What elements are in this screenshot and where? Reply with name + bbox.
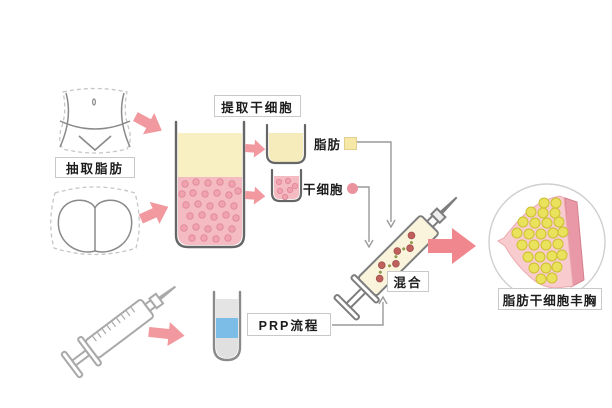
mixing-syringe [333,196,458,321]
mixed-cells [375,231,416,283]
navel-mark [91,98,96,106]
arrow-to-result [428,228,476,264]
result-illustration [488,183,606,301]
abdomen-drawing [59,87,131,154]
arrow-to-fat-container [245,139,266,158]
beaker-fat-layer [178,133,242,178]
separation-beaker [174,120,246,249]
fat-cells [511,197,569,285]
buttocks-drawing [50,186,140,256]
tube-top-layer [216,299,238,318]
fat-swatch-icon [344,137,358,150]
fat-container [265,123,307,165]
stem-cell-dots-small [275,177,299,201]
arrow-buttocks-to-beaker [138,201,169,224]
arrow-syringe-to-tube [148,322,185,346]
mix-label: 混合 [387,271,429,292]
extract-stem-cells-label: 提取干细胞 [214,95,301,117]
tube-bottom-layer [216,338,238,358]
arrow-to-stem-container [245,186,266,205]
stem-cells-label: 干细胞 [303,183,344,197]
prp-process-label: PRP流程 [247,313,331,336]
result-label: 脂肪干细胞丰胸 [498,288,602,310]
stem-cell-swatch-icon [346,183,358,194]
fat-label: 脂肪 [314,138,342,152]
prp-test-tube [212,290,242,362]
stem-cell-container [270,168,303,203]
syringe-scale-ticks [92,307,136,342]
fat-legend: 脂肪 [314,134,358,153]
stem-cell-legend: 干细胞 [303,179,358,198]
prp-syringe [60,285,177,379]
connector-lines [332,141,396,326]
arrow-abdomen-to-beaker [133,112,162,135]
extract-fat-label: 抽取脂肪 [55,157,135,178]
tube-prp-layer [216,318,238,338]
stem-cell-dots [178,178,242,243]
